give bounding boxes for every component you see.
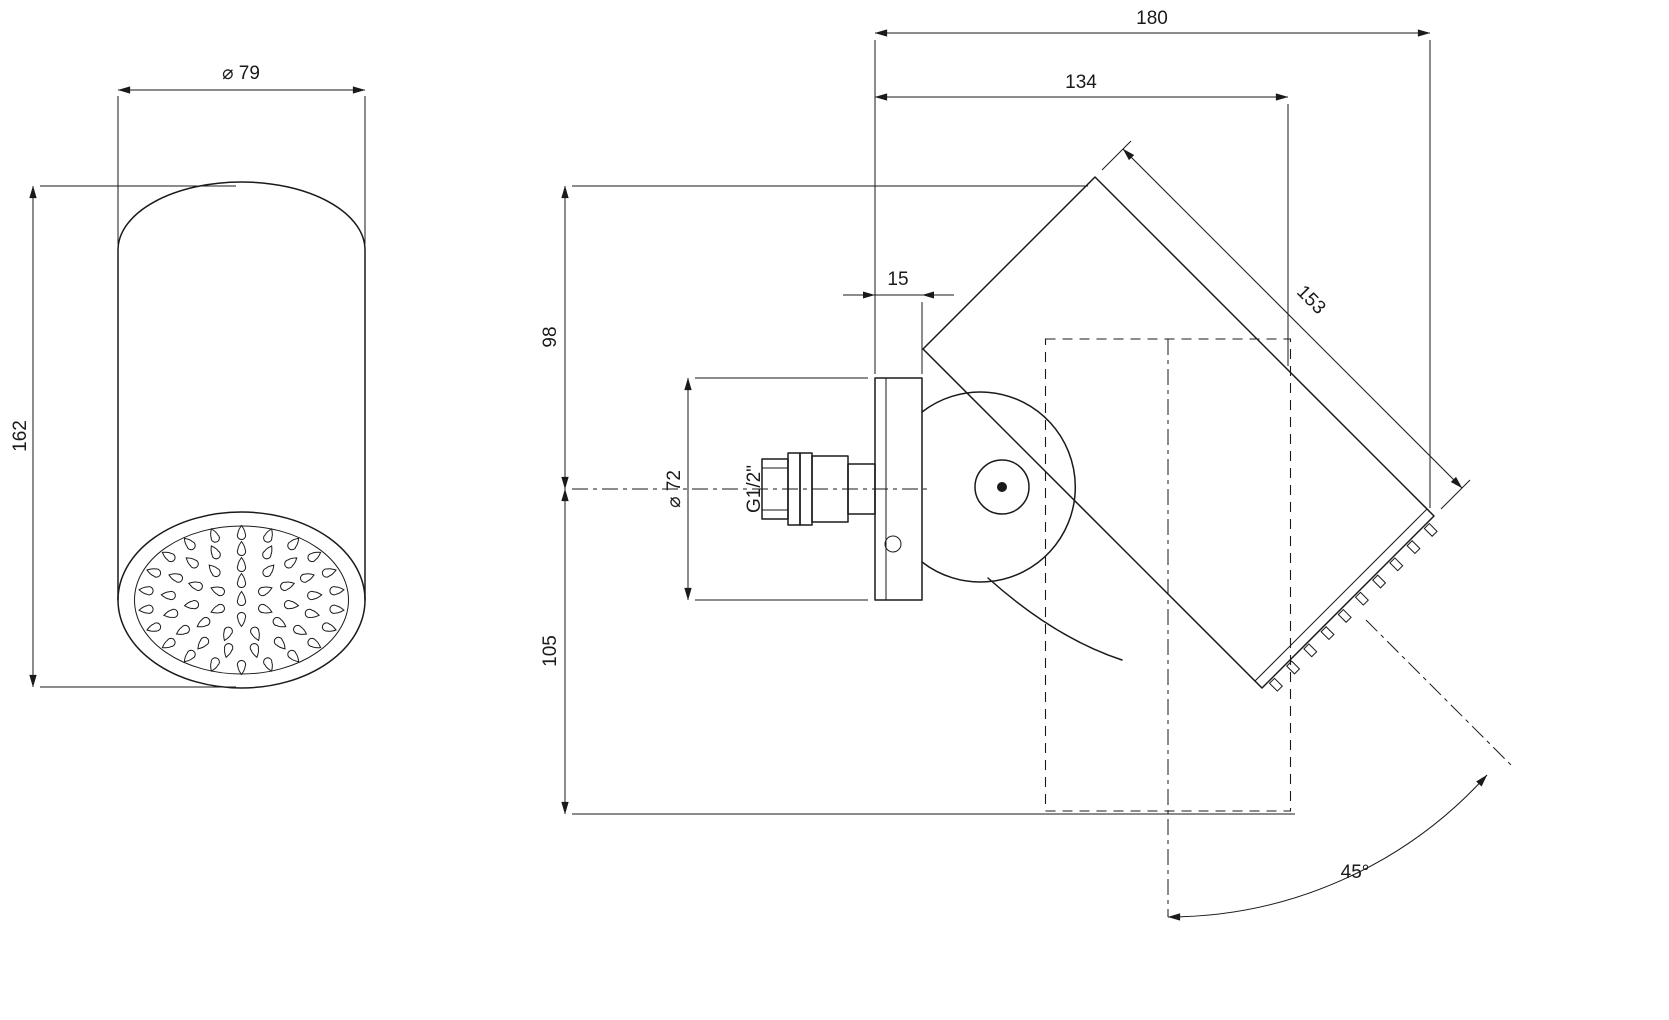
arrowhead [922,291,934,299]
dim-upper-height: 98 [540,185,1088,490]
pivot-circle [974,459,1030,515]
dim-label-45deg: 45° [1341,862,1370,883]
side-spray-nozzles [1268,522,1438,692]
dim-flange-diameter: ⌀ 72 [664,377,868,601]
dim-label-153: 153 [1292,281,1329,318]
front-view: ⌀ 79 162 [10,63,366,689]
arrowhead [863,291,875,299]
shower-head-side-outline [922,176,1435,689]
dimension-line [1122,148,1463,489]
thread-size-label: G1/2" [744,465,765,513]
set-screw [884,535,902,553]
dim-overall-reach: 180 [874,8,1431,508]
spray-face-outer-ellipse [117,511,366,689]
spray-nozzle-array [138,524,345,676]
dim-label-180: 180 [1136,8,1168,29]
spray-face-rim-ellipse [134,525,349,675]
extension-line [1101,140,1132,171]
spray-face-edge-line [1254,508,1428,682]
extension-line [1440,479,1471,510]
dim-label-98: 98 [540,326,561,347]
dim-reach-to-head: 134 [874,72,1289,366]
dim-lower-height: 105 [540,488,1295,815]
angle-arc [1167,774,1488,921]
dim-swivel-angle: 45° [1167,774,1488,921]
dim-label-15: 15 [887,269,908,290]
dim-label-105: 105 [540,635,561,667]
dim-label-diameter-72: ⌀ 72 [664,470,685,508]
tilted-axis-line [1365,619,1513,767]
dim-front-diameter: ⌀ 79 [117,63,366,244]
dim-label-height-162: 162 [10,420,31,452]
dim-label-diameter-79: ⌀ 79 [222,63,260,84]
dim-head-length: 153 [1101,140,1471,510]
dim-plate-thickness: 15 [843,269,954,374]
dim-label-134: 134 [1065,72,1097,93]
pivot-center-dot [997,482,1007,492]
swivel-ball-housing [921,391,1076,583]
collar-arc [987,577,1123,661]
dim-front-height: 162 [10,185,236,688]
side-view: 180 134 153 15 98 105 [540,8,1513,921]
shower-head-front-outline [117,181,366,601]
